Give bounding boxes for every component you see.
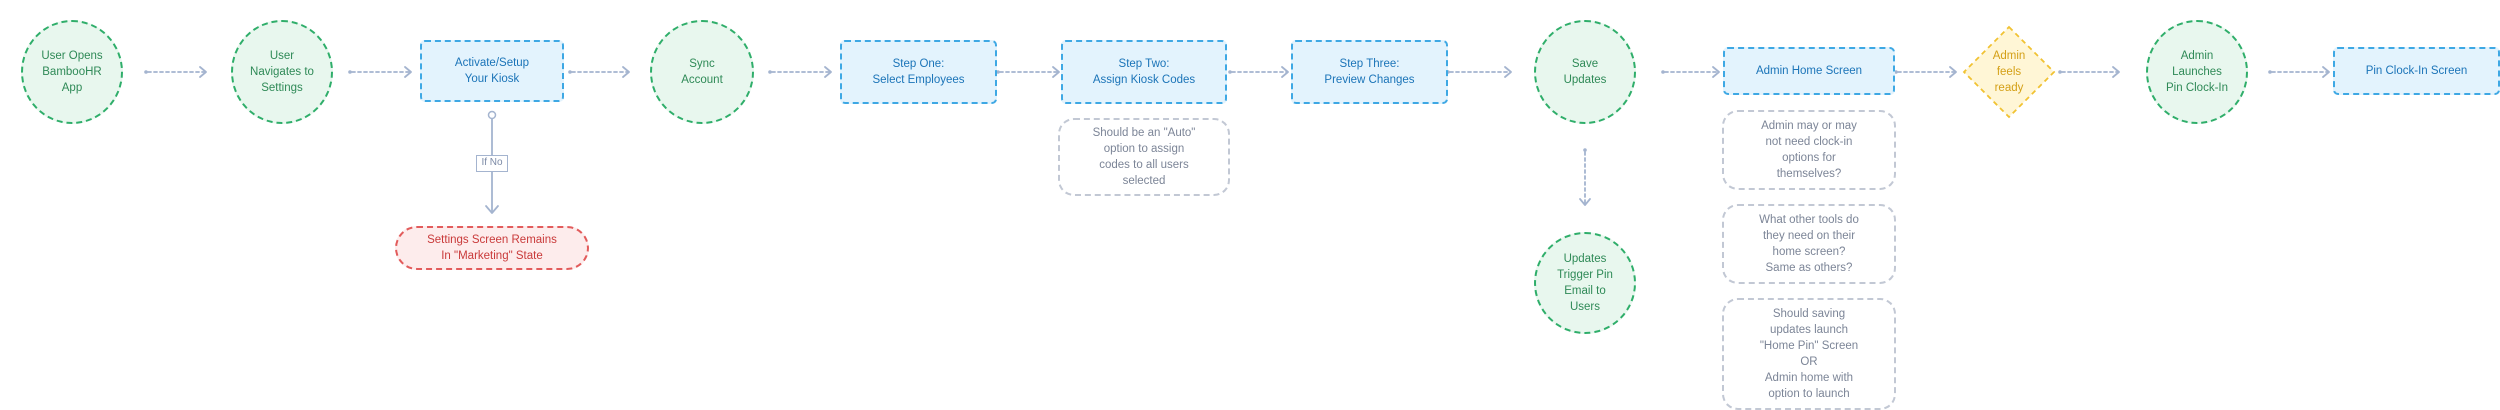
arrowhead-pin-screen xyxy=(2322,66,2330,78)
node-updates-trigger-email[interactable]: Updates Trigger Pin Email to Users xyxy=(1534,232,1636,334)
arrowhead-ready xyxy=(1949,66,1957,78)
arrowhead-marketing xyxy=(485,205,499,214)
node-admin-launches-pin[interactable]: Admin Launches Pin Clock-In xyxy=(2146,20,2248,124)
node-settings-marketing-state[interactable]: Settings Screen Remains In "Marketing" S… xyxy=(395,226,589,270)
note-other-tools: What other tools do they need on their h… xyxy=(1722,204,1896,284)
note-saving-launch: Should saving updates launch "Home Pin" … xyxy=(1722,298,1896,410)
arrowhead-activate xyxy=(404,66,412,78)
arrowhead-launches xyxy=(2112,66,2120,78)
decision-diamond xyxy=(1962,25,2056,119)
arrowhead-save xyxy=(1504,66,1512,78)
node-step-two[interactable]: Step Two: Assign Kiosk Codes xyxy=(1061,40,1227,104)
arrowhead-step-two xyxy=(1052,66,1060,78)
node-admin-feels-ready[interactable]: Admin feels ready xyxy=(1962,25,2056,119)
node-admin-home-screen[interactable]: Admin Home Screen xyxy=(1723,47,1895,95)
arrowhead-admin-home xyxy=(1712,66,1720,78)
edge-label-if-no: If No xyxy=(476,155,508,172)
arrowhead-step-one xyxy=(824,66,832,78)
node-step-three[interactable]: Step Three: Preview Changes xyxy=(1291,40,1448,104)
note-auto-option: Should be an "Auto" option to assign cod… xyxy=(1058,118,1230,196)
arrowhead-step-three xyxy=(1281,66,1289,78)
note-admin-clockin-options: Admin may or may not need clock-in optio… xyxy=(1722,110,1896,190)
arrowhead-email xyxy=(1579,198,1591,206)
node-step-one[interactable]: Step One: Select Employees xyxy=(840,40,997,104)
decision-label: Admin feels ready xyxy=(1992,50,2026,94)
node-pin-clockin-screen[interactable]: Pin Clock-In Screen xyxy=(2333,47,2500,95)
node-user-navigates-settings[interactable]: User Navigates to Settings xyxy=(231,20,333,124)
node-save-updates[interactable]: Save Updates xyxy=(1534,20,1636,124)
node-activate-kiosk[interactable]: Activate/Setup Your Kiosk xyxy=(420,40,564,102)
arrowhead-sync xyxy=(622,66,630,78)
node-user-opens-app[interactable]: User Opens BambooHR App xyxy=(21,20,123,124)
connector-origin-dot xyxy=(487,110,497,120)
node-sync-account[interactable]: Sync Account xyxy=(650,20,754,124)
arrowhead-navigate xyxy=(199,66,207,78)
